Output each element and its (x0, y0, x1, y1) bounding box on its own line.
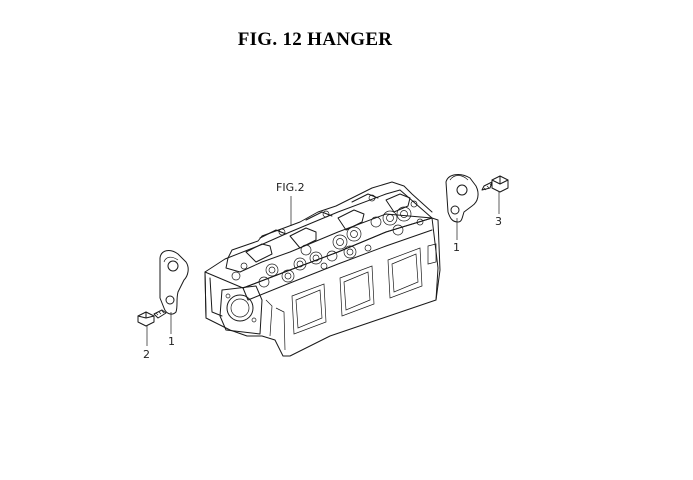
part-2-label: 2 (143, 348, 150, 361)
intake-port (219, 285, 263, 335)
part-1-label-right: 1 (453, 241, 460, 254)
bolt-right (481, 175, 509, 193)
leader-lines (146, 192, 500, 346)
figure-title: FIG. 12 HANGER (237, 29, 393, 50)
hanger-bracket-right (445, 174, 479, 223)
hanger-bracket-left (159, 250, 189, 315)
fig-2-reference-label: FIG.2 (276, 181, 305, 194)
cylinder-head (204, 181, 441, 357)
bolt-left (137, 309, 167, 327)
part-1-label-left: 1 (168, 335, 175, 348)
part-3-label: 3 (495, 215, 502, 228)
